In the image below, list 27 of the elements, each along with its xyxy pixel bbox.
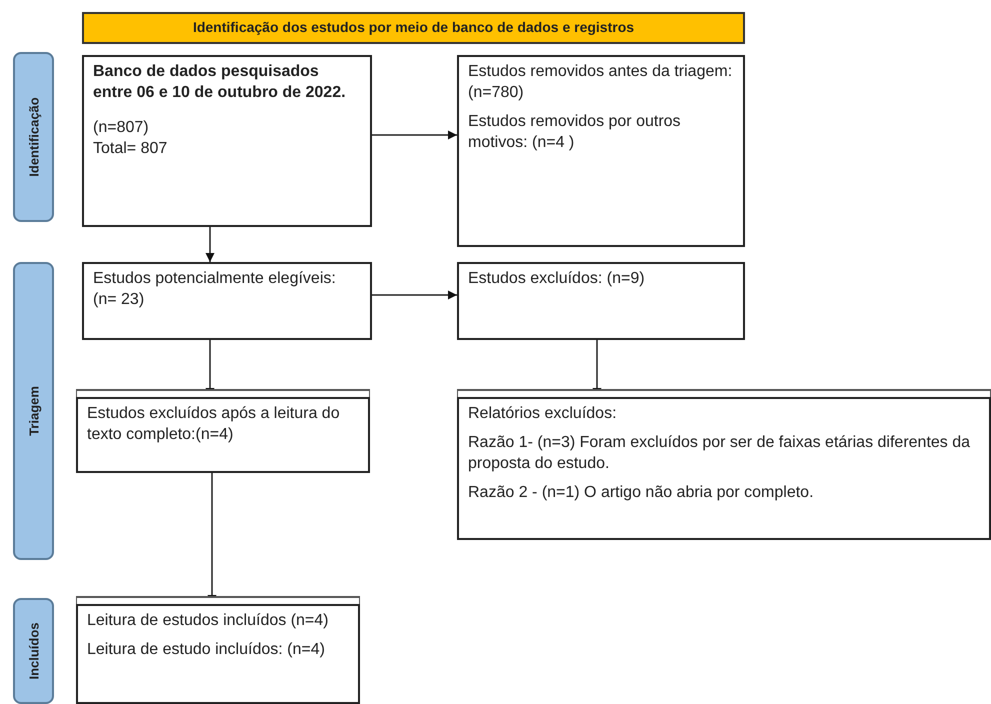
phase-label-text: Triagem: [25, 386, 42, 436]
box-text: (n=807): [93, 118, 150, 138]
arrow: [372, 130, 457, 140]
arrow: [206, 227, 214, 262]
box-text: Estudos excluídos: (n=9): [468, 269, 646, 289]
box-heading: Banco de dados pesquisados entre 06 e 10 de outubro de 2022.: [93, 62, 347, 103]
process-box: [82, 262, 372, 340]
process-box: [82, 55, 372, 227]
box-text: Total= 807: [93, 139, 168, 159]
phase-label-text: Identificação: [25, 97, 42, 177]
box-text: Relatórios excluídos:: [468, 404, 618, 424]
box-text: Leitura de estudos incluídos (n=4): [87, 611, 330, 631]
phase-label: [13, 52, 54, 222]
box-text: Estudos removidos por outros motivos: (n=4 ): [468, 112, 682, 153]
box-text: Estudos potencialmente elegíveis: (n= 23): [93, 269, 337, 310]
phase-label: [13, 262, 54, 560]
process-box: [457, 262, 745, 340]
box-text: Razão 1- (n=3) Foram excluídos por ser de faixas etárias diferentes da proposta do estudo.: [468, 433, 972, 474]
phase-label-text: Incluídos: [25, 622, 42, 680]
phase-label: [13, 598, 54, 704]
box-text: Estudos excluídos após a leitura do texto completo:(n=4): [87, 404, 341, 445]
box-text: Razão 2 - (n=1) O artigo não abria por completo.: [468, 483, 815, 503]
box-text: Estudos removidos antes da triagem:(n=780): [468, 62, 734, 103]
arrow: [372, 290, 457, 300]
box-text: Leitura de estudo incluídos: (n=4): [87, 640, 326, 660]
section-header: Identificação dos estudos por meio de banco de dados e registros: [82, 12, 745, 44]
process-box: [457, 55, 745, 247]
